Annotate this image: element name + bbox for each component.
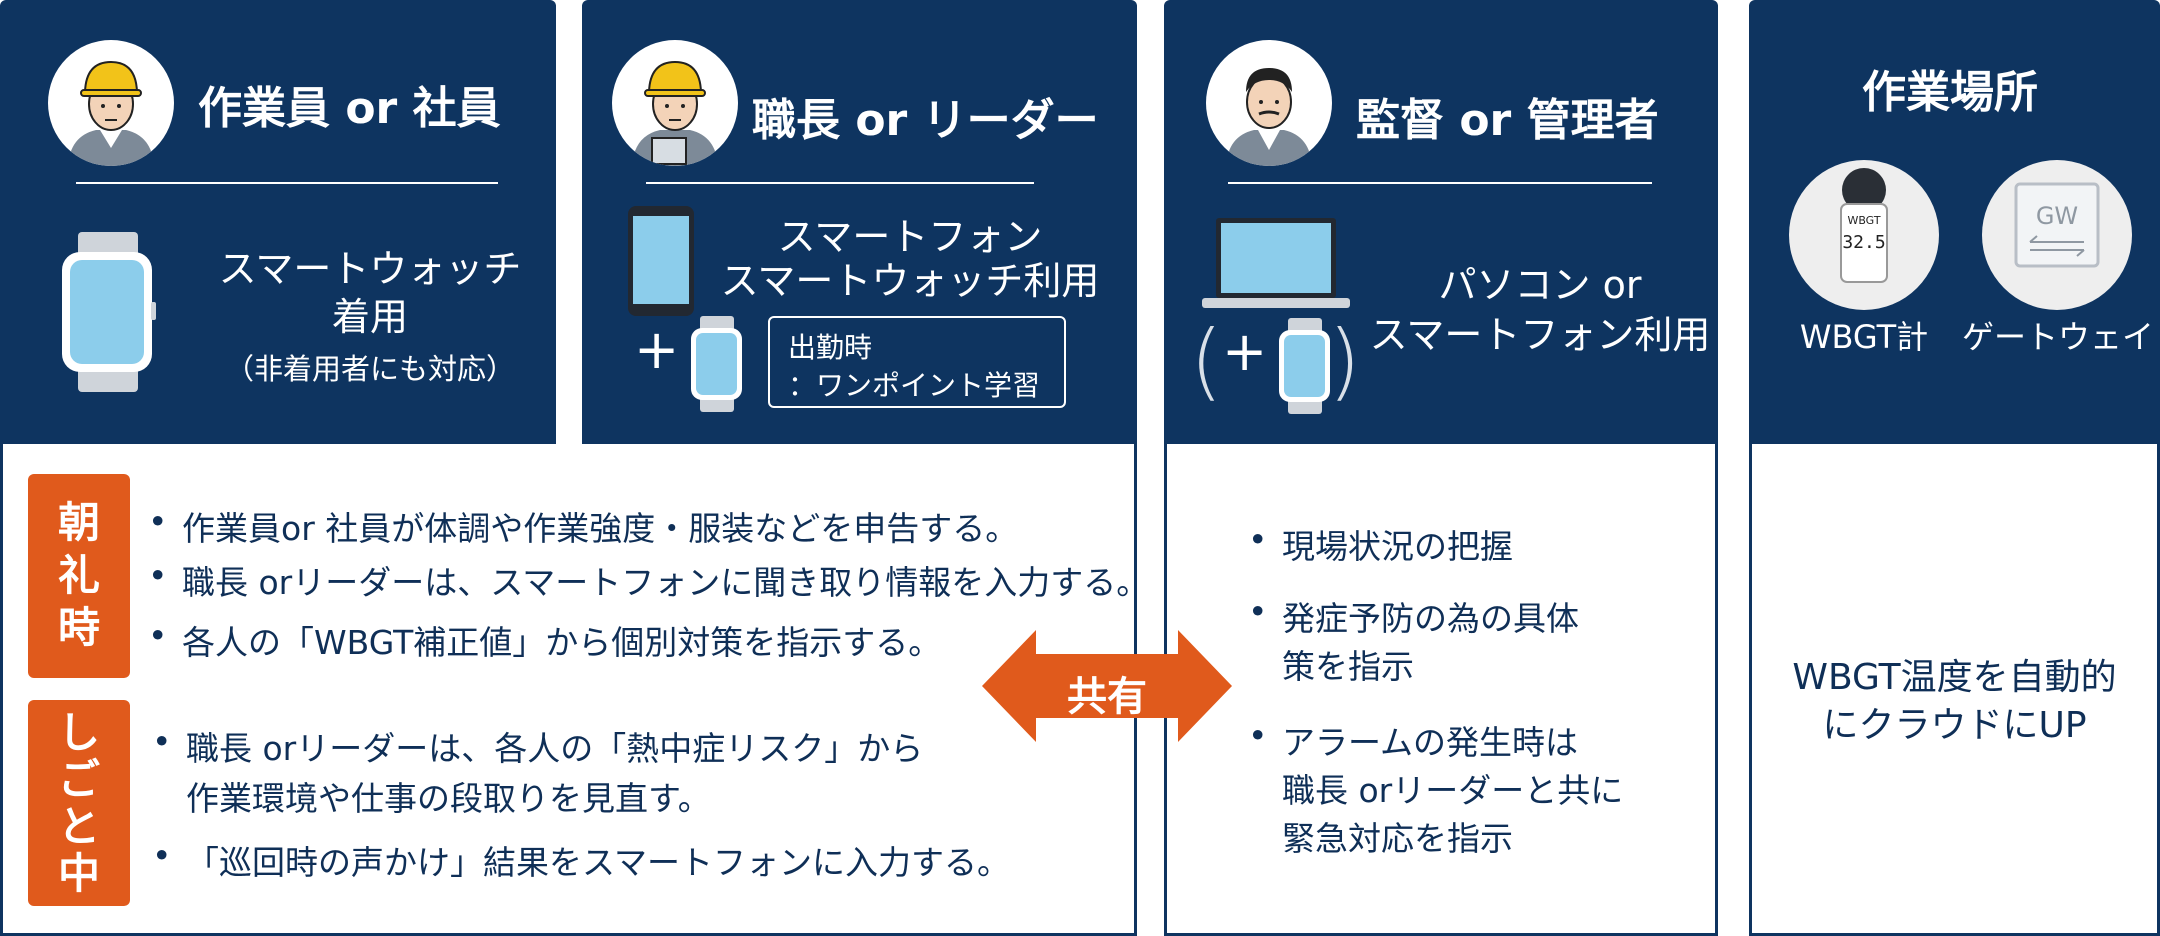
morning-item-2: 職長 orリーダーは、スマートフォンに聞き取り情報を入力する。 — [148, 556, 1149, 604]
worker-title: 作業員 or 社員 — [198, 83, 501, 134]
morning-item-3: 各人の「WBGT補正値」から個別対策を指示する。 — [148, 616, 941, 664]
worker-device-line-2: 着用 — [331, 295, 408, 339]
manager-smartwatch-icon — [1278, 318, 1332, 418]
manager-person-icon — [1226, 68, 1312, 166]
morning-tag: 朝 礼 時 — [28, 474, 130, 678]
leader-helmet-icon — [632, 60, 718, 166]
worker-divider — [76, 182, 498, 184]
gateway-badge: GW — [1982, 160, 2132, 310]
share-label: 共有 — [1067, 674, 1147, 720]
leader-plus-icon: + — [634, 318, 680, 381]
manager-title: 監督 or 管理者 — [1356, 95, 1659, 146]
manager-body — [1164, 444, 1718, 936]
leader-smartwatch-icon — [690, 316, 744, 416]
work-item-1-line-1: 職長 orリーダーは、各人の「熱中症リスク」から — [152, 722, 923, 770]
work-item-2: 「巡回時の声かけ」結果をスマートフォンに入力する。 — [152, 836, 1010, 884]
manager-item-3-line-3: 緊急対応を指示 — [1282, 819, 1513, 858]
wbgt-screen-label: WBGT — [1847, 214, 1880, 227]
leader-title: 職長 or リーダー — [752, 95, 1099, 146]
site-body-line-1: WBGT温度を自動的 — [1792, 657, 2117, 698]
wbgt-meter-label: WBGT計 — [1799, 318, 1929, 356]
wbgt-meter-icon: WBGT 32.5 — [1840, 168, 1888, 283]
double-arrow-icon — [982, 630, 1232, 742]
manager-item-2-line-2: 策を指示 — [1282, 647, 1414, 686]
worker-avatar — [48, 40, 174, 166]
gateway-icon: GW — [2014, 182, 2100, 268]
gateway-screen-label: GW — [2036, 202, 2078, 230]
leader-device-line-2: スマートウォッチ利用 — [720, 259, 1100, 303]
morning-learning-box: 出勤時 ：ワンポイント学習 — [768, 316, 1066, 408]
smartphone-icon — [628, 206, 694, 320]
morning-tag-char-2: 礼 — [57, 550, 100, 600]
leader-device-line-1: スマートフォン — [777, 215, 1043, 259]
site-body — [1749, 444, 2160, 936]
laptop-icon — [1202, 218, 1350, 314]
smartwatch-icon — [60, 232, 156, 396]
manager-divider — [1228, 182, 1652, 184]
manager-item-3-line-1: アラームの発生時は — [1248, 716, 1578, 764]
manager-item-3-line-2: 職長 orリーダーと共に — [1282, 771, 1624, 810]
gateway-label: ゲートウェイ — [1962, 318, 2155, 356]
manager-device-line-2: スマートフォン利用 — [1369, 313, 1711, 357]
morning-learning-line-2: ：ワンポイント学習 — [788, 369, 1041, 402]
morning-learning-line-1: 出勤時 — [788, 331, 873, 364]
share-arrow — [982, 630, 1232, 746]
manager-optional-close-paren: ) — [1328, 312, 1361, 410]
manager-item-1: 現場状況の把握 — [1248, 520, 1513, 568]
leader-avatar — [612, 40, 738, 166]
work-tag: し ご と 中 — [28, 700, 130, 906]
work-tag-char-4: 中 — [57, 849, 100, 899]
manager-device-line-1: パソコン or — [1438, 263, 1642, 307]
worker-device-note: （非着用者にも対応） — [224, 352, 515, 386]
manager-item-2-line-1: 発症予防の為の具体 — [1248, 592, 1579, 640]
manager-plus-icon: + — [1222, 320, 1268, 383]
wbgt-meter-badge: WBGT 32.5 — [1789, 160, 1939, 310]
work-tag-char-1: し — [57, 707, 100, 757]
morning-item-1: 作業員or 社員が体調や作業強度・服装などを申告する。 — [148, 502, 1018, 550]
work-tag-char-2: ご — [57, 754, 100, 804]
site-title: 作業場所 — [1862, 67, 2038, 118]
worker-helmet-icon — [68, 60, 154, 166]
manager-optional-open-paren: ( — [1190, 312, 1223, 410]
wbgt-screen-value: 32.5 — [1842, 232, 1885, 253]
morning-tag-char-3: 時 — [57, 603, 100, 653]
morning-tag-char-1: 朝 — [57, 498, 100, 548]
manager-avatar — [1206, 40, 1332, 166]
work-item-1-line-2: 作業環境や仕事の段取りを見直す。 — [186, 779, 711, 818]
site-body-line-2: にクラウドにUP — [1822, 705, 2087, 746]
work-tag-char-3: と — [57, 802, 100, 851]
leader-divider — [646, 182, 1034, 184]
worker-device-line-1: スマートウォッチ — [218, 247, 522, 291]
